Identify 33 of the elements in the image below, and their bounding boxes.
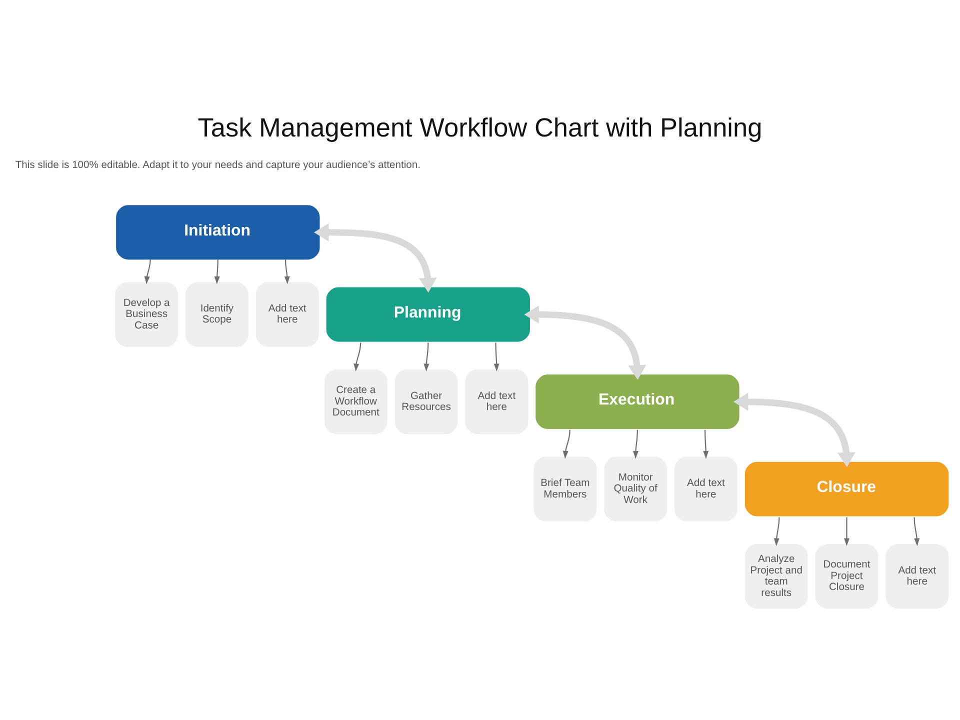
node-box: Gather Resources: [394, 369, 458, 434]
node-box: Add text here: [674, 456, 738, 522]
arrow: [284, 259, 290, 284]
arrow: [494, 342, 500, 372]
node-box: Add text here: [886, 544, 949, 609]
node-box: Add text here: [256, 282, 319, 347]
arrow: [914, 517, 920, 546]
node-box: Analyze Project and team results: [744, 544, 808, 609]
node-box: Planning: [326, 287, 530, 342]
node-box: Execution: [536, 374, 740, 429]
arrow: [844, 517, 850, 546]
node-box: Initiation: [116, 205, 320, 260]
arrow: [774, 517, 780, 546]
node-box: Document Project Closure: [815, 544, 878, 609]
node-box: Closure: [744, 462, 949, 516]
diagram-title: Task Management Workflow Chart with Planning: [198, 112, 762, 143]
arrow: [562, 430, 570, 459]
node-box: Brief Team Members: [534, 456, 597, 522]
arrow: [214, 259, 220, 284]
arrow: [424, 342, 430, 372]
arrow: [733, 392, 856, 468]
label: This slide is 100% editable. Adapt it to your needs and capture your audience’s attention.: [15, 160, 420, 171]
arrow: [703, 430, 709, 459]
arrow: [144, 259, 151, 284]
arrow: [354, 342, 362, 372]
arrow: [632, 430, 638, 459]
node-box: Identify Scope: [186, 282, 248, 347]
arrow: [314, 223, 437, 293]
node-box: Monitor Quality of Work: [604, 456, 667, 522]
node-box: Create a Workflow Document: [324, 369, 388, 434]
arrow: [524, 305, 646, 380]
node-box: Add text here: [465, 369, 528, 434]
node-box: Develop a Business Case: [115, 282, 178, 347]
